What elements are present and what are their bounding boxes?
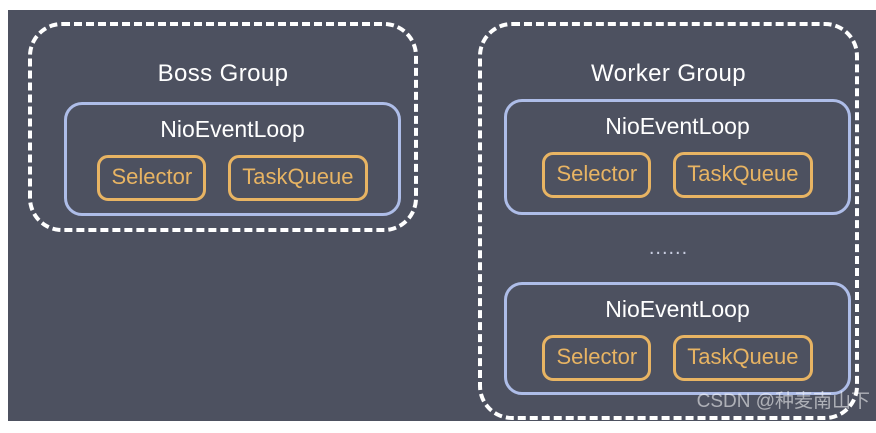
worker-nioeventloop-components-2: Selector TaskQueue [507, 335, 848, 381]
boss-selector-chip: Selector [97, 155, 207, 201]
worker-group-container: Worker Group NioEventLoop Selector TaskQ… [478, 22, 859, 420]
worker-taskqueue-chip-1: TaskQueue [673, 152, 813, 198]
worker-group-ellipsis: ...... [648, 237, 689, 259]
worker-nioeventloop-title-1: NioEventLoop [605, 113, 750, 139]
boss-group-title: Boss Group [157, 60, 289, 87]
worker-nioeventloop-components-1: Selector TaskQueue [507, 152, 848, 198]
worker-selector-chip-2: Selector [542, 335, 652, 381]
worker-selector-chip-1: Selector [542, 152, 652, 198]
boss-nioeventloop-title: NioEventLoop [160, 116, 305, 142]
worker-nioeventloop-box-1: NioEventLoop Selector TaskQueue [504, 99, 851, 215]
csdn-watermark: CSDN @种麦南山下 [696, 391, 870, 412]
worker-nioeventloop-box-2: NioEventLoop Selector TaskQueue [504, 282, 851, 395]
boss-nioeventloop-box: NioEventLoop Selector TaskQueue [64, 102, 401, 216]
boss-nioeventloop-components: Selector TaskQueue [67, 155, 398, 201]
boss-group-container: Boss Group NioEventLoop Selector TaskQue… [28, 22, 418, 232]
worker-nioeventloop-title-2: NioEventLoop [605, 296, 750, 322]
worker-taskqueue-chip-2: TaskQueue [673, 335, 813, 381]
worker-group-title: Worker Group [590, 60, 747, 87]
diagram-panel: Boss Group NioEventLoop Selector TaskQue… [8, 10, 876, 421]
boss-taskqueue-chip: TaskQueue [228, 155, 368, 201]
